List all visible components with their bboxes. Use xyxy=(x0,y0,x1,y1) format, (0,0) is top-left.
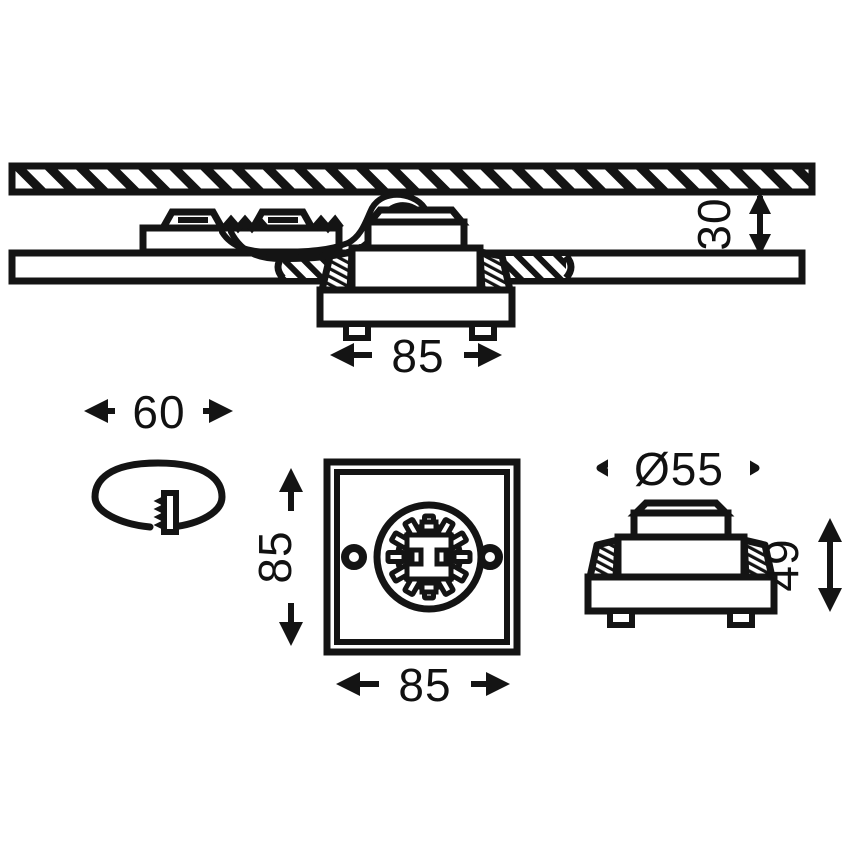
saw-blade-icon xyxy=(153,490,179,535)
dim-front-height: 85 xyxy=(249,468,316,646)
dim-recess-depth-arrow-down xyxy=(749,234,771,256)
trim-foot-left xyxy=(343,321,371,341)
dim-front-height-arrow-up xyxy=(279,468,303,492)
led-driver-box xyxy=(139,208,344,256)
panel-cut-hatch-right xyxy=(498,256,566,278)
dim-front-width: 85 xyxy=(336,659,510,711)
dim-cutout-diameter-label: 60 xyxy=(132,386,185,438)
lamp-main-body xyxy=(348,244,484,296)
lamp-main-body-side xyxy=(614,533,748,581)
lamp-housing xyxy=(584,499,778,628)
base-foot-left xyxy=(607,608,635,628)
ceiling-slab-hatched xyxy=(8,162,816,196)
dim-section-width: 85 xyxy=(330,330,502,382)
saw-blade-body xyxy=(161,490,179,535)
dim-front-height-label: 85 xyxy=(249,530,301,583)
dim-front-width-arrow-right xyxy=(486,672,510,696)
base-flange xyxy=(584,573,778,615)
led-center-pad-top xyxy=(419,519,439,534)
side-view: Ø55 49 xyxy=(584,440,842,628)
dim-section-width-label: 85 xyxy=(391,330,444,382)
lamp-upper-housing xyxy=(364,218,468,252)
panel-cut-edge-right xyxy=(563,253,575,281)
lamp-upper-housing-side xyxy=(630,509,732,541)
dim-side-height: 49 xyxy=(756,518,842,612)
cutout-symbol-view: 60 xyxy=(84,386,233,535)
dim-front-height-arrow-down xyxy=(279,622,303,646)
dim-side-height-label: 49 xyxy=(756,538,808,591)
led-module xyxy=(373,501,485,613)
screw-hole-left xyxy=(341,544,367,570)
dim-lamp-diameter-label: Ø55 xyxy=(634,443,724,495)
dim-side-height-arrow-up xyxy=(818,518,842,542)
trim-foot-right xyxy=(469,321,497,341)
driver-terminal-block xyxy=(221,214,269,234)
dim-recess-depth-arrow-up xyxy=(749,192,771,214)
dim-section-width-arrow-left xyxy=(330,343,354,367)
spring-clip-left xyxy=(318,248,356,294)
dim-section-width-arrow-right xyxy=(478,343,502,367)
saw-blade-teeth xyxy=(153,496,165,530)
wire-lower-a xyxy=(219,229,351,256)
dim-cutout-diameter-arrow-left xyxy=(84,399,108,423)
dim-lamp-diameter: Ø55 xyxy=(596,440,760,495)
cutout-ellipse xyxy=(91,459,226,531)
spring-clip-left-side xyxy=(586,536,622,581)
led-pad xyxy=(385,550,407,564)
dim-side-height-arrow-down xyxy=(818,588,842,612)
dim-section-width-label-bg xyxy=(372,330,464,380)
spring-clip-right xyxy=(476,248,514,294)
dim-cutout-diameter-arrow-right xyxy=(209,399,233,423)
dim-cutout-diameter-label-bg xyxy=(115,386,203,436)
trim-ring xyxy=(316,286,516,328)
led-center-pad-right xyxy=(434,547,449,567)
led-center-pad-left xyxy=(409,547,424,567)
front-view: 85 85 xyxy=(249,458,521,711)
driver-terminal-block-right xyxy=(311,214,344,234)
dim-recess-depth-label: 30 xyxy=(688,197,740,250)
dim-front-width-label: 85 xyxy=(398,659,451,711)
ceiling-slab xyxy=(8,162,816,196)
dim-front-height-label-bg xyxy=(266,511,316,603)
led-pad xyxy=(451,550,473,564)
dim-recess-depth: 30 xyxy=(688,192,771,256)
dim-front-width-arrow-left xyxy=(336,672,360,696)
dim-front-width-label-bg xyxy=(379,659,471,709)
dim-cutout-diameter: 60 xyxy=(84,386,233,438)
installation-section-view: 30 85 xyxy=(8,162,816,382)
dim-lamp-diameter-label-bg xyxy=(608,440,750,494)
led-center-pad-bottom xyxy=(419,580,439,595)
base-foot-right xyxy=(727,608,755,628)
spotlight-body xyxy=(316,206,516,341)
